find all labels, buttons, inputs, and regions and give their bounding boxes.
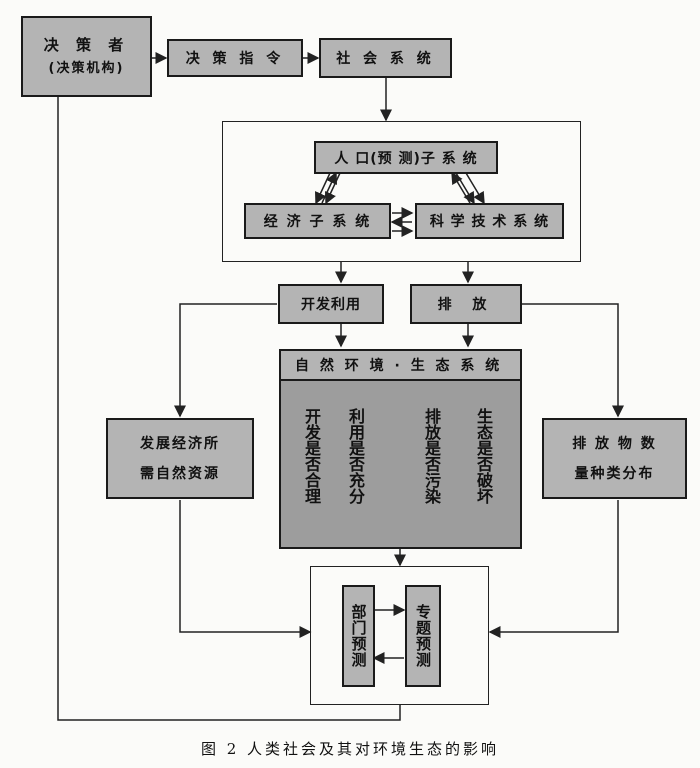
resources-needed-box: 发展经济所 需自然资源 [106,418,254,499]
emission-distribution-line1: 排 放 物 数 [572,435,657,452]
science-tech-system-box: 科 学 技 术 系 统 [415,203,564,239]
resources-needed-line1: 发展经济所 [140,435,220,452]
eco-system-title-label: 自 然 环 境 · 生 态 系 统 [295,358,503,374]
discharge-label: 排 放 [437,297,495,313]
discharge-box: 排 放 [410,284,522,324]
arrow-emission-to-forecast [488,500,619,638]
economic-subsystem-box: 经 济 子 系 统 [244,203,391,239]
arrow-feedback-to-decision [52,82,401,721]
emission-distribution-line2: 量种类分布 [574,465,655,482]
eco-question-utilize: 利用是否充分 [346,408,365,504]
special-forecast-label: 专题预测 [414,604,432,668]
arrow-develop-to-resources [174,303,277,418]
department-forecast-box: 部门预测 [342,585,375,687]
eco-system-title: 自 然 环 境 · 生 态 系 统 [279,349,522,381]
arrow-discharge-to-emission [522,303,624,418]
arrow-resources-to-forecast [179,500,312,638]
population-subsystem-box: 人 口(预 测)子 系 统 [314,141,498,174]
eco-question-damage: 生态是否破坏 [474,408,493,504]
special-forecast-box: 专题预测 [405,585,441,687]
resources-needed-line2: 需自然资源 [140,465,220,482]
social-system-box: 社 会 系 统 [319,38,452,78]
economic-subsystem-label: 经 济 子 系 统 [263,214,372,230]
eco-question-develop: 开发是否合理 [302,408,321,504]
decision-order-label: 决 策 指 令 [185,51,285,67]
science-tech-system-label: 科 学 技 术 系 统 [429,214,550,230]
eco-system-body [279,379,522,549]
decision-order-box: 决 策 指 令 [167,39,303,77]
social-subsystems-frame [222,121,581,262]
emission-distribution-box: 排 放 物 数 量种类分布 [542,418,687,499]
eco-question-pollute: 排放是否污染 [422,408,441,504]
develop-use-label: 开发利用 [301,297,361,313]
population-subsystem-label: 人 口(预 测)子 系 统 [334,150,478,167]
department-forecast-label: 部门预测 [349,604,368,668]
decision-maker-sublabel: (决策机构) [48,60,125,76]
social-system-label: 社 会 系 统 [336,51,435,67]
figure-caption: 图 2 人类社会及其对环境生态的影响 [200,740,500,758]
decision-maker-label: 决 策 者 [43,35,130,54]
forecast-frame [310,566,489,705]
decision-maker-box: 决 策 者 (决策机构) [21,16,152,97]
develop-use-box: 开发利用 [278,284,384,324]
